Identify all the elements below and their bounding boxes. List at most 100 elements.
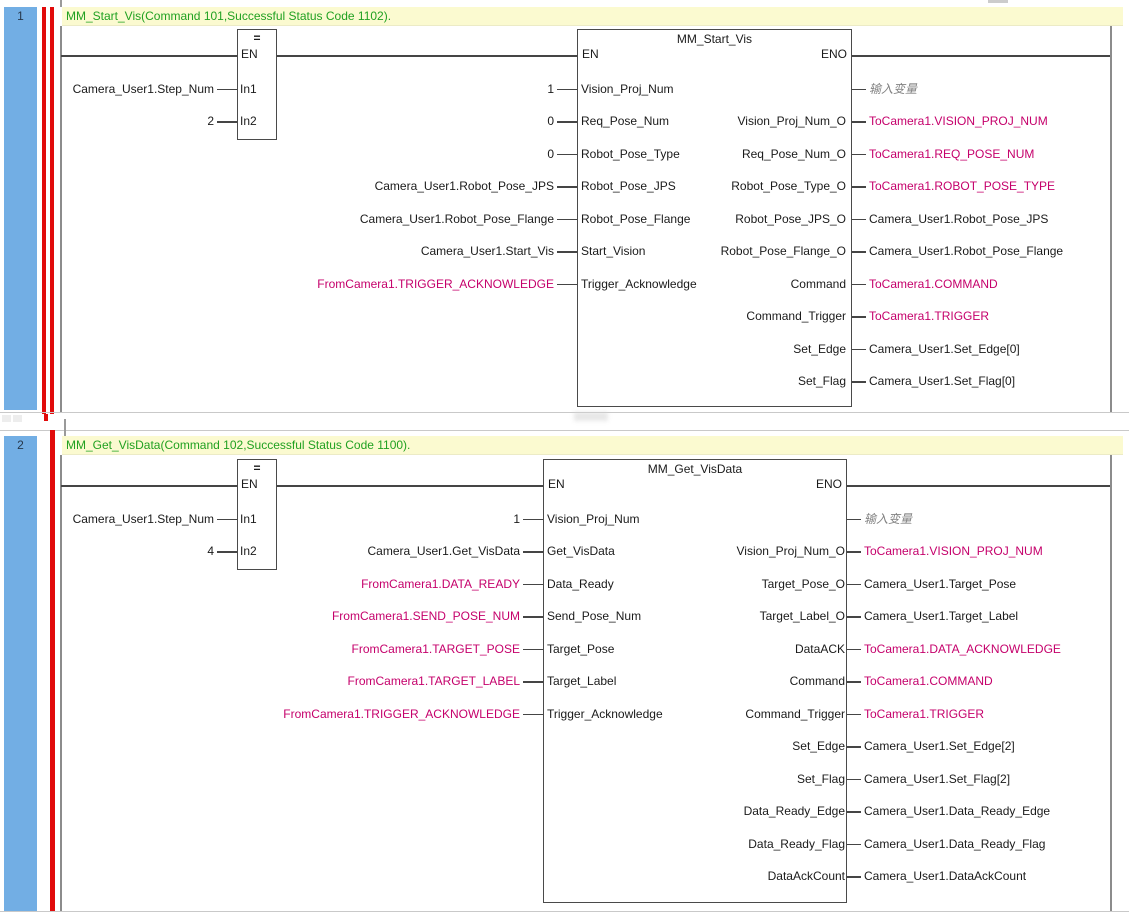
output-operand[interactable]: ToCamera1.TRIGGER — [847, 706, 1127, 722]
output-pin-label: Set_Flag — [797, 374, 846, 388]
scroll-artifact — [988, 0, 1008, 3]
output-operand[interactable]: Camera_User1.Data_Ready_Flag — [847, 836, 1127, 852]
input-pin-label: Trigger_Acknowledge — [547, 706, 663, 721]
output-pin-label: Target_Pose_O — [761, 576, 845, 591]
compare-operator: = — [253, 461, 261, 475]
compare-pin-label: In1 — [240, 81, 257, 96]
input-operand[interactable]: 1 — [80, 511, 543, 527]
output-pin-label: Command — [789, 674, 845, 688]
output-operand[interactable]: ToCamera1.REQ_POSE_NUM — [852, 146, 1127, 162]
input-operand[interactable]: Camera_User1.Get_VisData — [80, 543, 543, 559]
input-pin-label: Get_VisData — [547, 544, 615, 558]
network-separator — [0, 911, 1129, 912]
output-pin-label: Data_Ready_Flag — [748, 836, 845, 851]
input-operand[interactable]: FromCamera1.TRIGGER_ACKNOWLEDGE — [80, 706, 543, 722]
compare-pin-label: In1 — [240, 511, 257, 526]
input-operand[interactable]: FromCamera1.TARGET_LABEL — [80, 673, 543, 689]
input-pin-label: Vision_Proj_Num — [581, 81, 674, 96]
output-pin-label: Robot_Pose_Flange_O — [720, 244, 846, 258]
output-operand[interactable]: ToCamera1.TRIGGER — [852, 308, 1127, 324]
input-pin-label: Target_Label — [547, 674, 617, 688]
rung-wire — [277, 55, 577, 57]
output-operand[interactable]: Camera_User1.Data_Ready_Edge — [847, 803, 1127, 819]
left-power-rail — [60, 455, 62, 911]
output-pin-label: Vision_Proj_Num_O — [737, 114, 847, 128]
input-operand[interactable]: Camera_User1.Start_Vis — [90, 243, 577, 259]
output-pin-label: Set_Edge — [793, 341, 846, 356]
input-operand[interactable]: 1 — [90, 81, 577, 97]
rung-wire — [61, 485, 237, 487]
output-operand[interactable]: ToCamera1.COMMAND — [847, 673, 1127, 689]
compare-operator: = — [253, 31, 261, 45]
input-operand[interactable]: 0 — [90, 113, 577, 129]
output-operand[interactable]: Camera_User1.Robot_Pose_Flange — [852, 243, 1127, 259]
change-bar — [42, 7, 46, 414]
output-operand[interactable]: ToCamera1.COMMAND — [852, 276, 1127, 292]
network-1-comment[interactable]: MM_Start_Vis(Command 101,Successful Stat… — [62, 7, 1123, 26]
output-operand[interactable]: 输入变量 — [847, 511, 1127, 527]
output-operand[interactable]: Camera_User1.Target_Label — [847, 608, 1127, 624]
output-operand[interactable]: ToCamera1.VISION_PROJ_NUM — [847, 543, 1127, 559]
right-power-rail — [1110, 26, 1112, 412]
output-operand[interactable]: Camera_User1.Set_Edge[0] — [852, 341, 1127, 357]
input-pin-label: Start_Vision — [581, 244, 646, 258]
output-pin-label: Robot_Pose_JPS_O — [735, 211, 846, 226]
input-pin-label: Robot_Pose_JPS — [581, 179, 676, 193]
input-pin-label: Robot_Pose_Type — [581, 146, 680, 161]
change-bar-tick — [44, 414, 48, 421]
function-block-mm-get-visdata[interactable]: MM_Get_VisData EN ENO — [543, 459, 847, 903]
compare-input-operand[interactable]: Camera_User1.Step_Num — [60, 511, 237, 527]
output-pin-label: Command_Trigger — [746, 309, 846, 323]
input-operand[interactable]: FromCamera1.TARGET_POSE — [80, 641, 543, 657]
network-1-number-band[interactable]: 1 — [4, 7, 37, 410]
compare-pin-label: In2 — [240, 544, 257, 558]
eno-pin-label: ENO — [815, 477, 842, 491]
input-pin-label: Trigger_Acknowledge — [581, 276, 697, 291]
change-bar — [49, 7, 54, 414]
separator-grip — [13, 415, 22, 422]
output-operand[interactable]: Camera_User1.Robot_Pose_JPS — [852, 211, 1127, 227]
output-operand[interactable]: 输入变量 — [852, 81, 1127, 97]
en-pin-label: EN — [241, 477, 258, 491]
output-operand[interactable]: Camera_User1.Set_Edge[2] — [847, 738, 1127, 754]
input-operand[interactable]: Camera_User1.Robot_Pose_JPS — [90, 178, 577, 194]
input-pin-label: Robot_Pose_Flange — [581, 211, 691, 226]
compare-block[interactable]: = EN — [237, 29, 277, 140]
function-block-mm-start-vis[interactable]: MM_Start_Vis EN ENO — [577, 29, 852, 407]
input-pin-label: Target_Pose — [547, 641, 615, 656]
eno-pin-label: ENO — [820, 47, 847, 61]
input-operand[interactable]: FromCamera1.DATA_READY — [80, 576, 543, 592]
compare-input-operand[interactable]: 2 — [60, 113, 237, 129]
network-2-number-band[interactable]: 2 — [4, 436, 37, 911]
output-operand[interactable]: Camera_User1.DataAckCount — [847, 868, 1127, 884]
function-block-title: MM_Start_Vis — [676, 32, 753, 46]
output-operand[interactable]: ToCamera1.VISION_PROJ_NUM — [852, 113, 1127, 129]
rung-wire — [847, 485, 1110, 487]
network-separator — [0, 430, 1129, 431]
output-operand[interactable]: Camera_User1.Set_Flag[0] — [852, 373, 1127, 389]
separator-grip — [2, 415, 11, 422]
compare-block[interactable]: = EN — [237, 459, 277, 570]
input-operand[interactable]: FromCamera1.SEND_POSE_NUM — [80, 608, 543, 624]
network-2-comment[interactable]: MM_Get_VisData(Command 102,Successful St… — [62, 436, 1123, 455]
compare-input-operand[interactable]: 4 — [60, 543, 237, 559]
input-operand[interactable]: 0 — [90, 146, 577, 162]
output-operand[interactable]: Camera_User1.Target_Pose — [847, 576, 1127, 592]
output-pin-label: Req_Pose_Num_O — [741, 146, 846, 161]
input-operand[interactable]: FromCamera1.TRIGGER_ACKNOWLEDGE — [90, 276, 577, 292]
output-operand[interactable]: ToCamera1.DATA_ACKNOWLEDGE — [847, 641, 1127, 657]
rail-tick — [64, 419, 66, 436]
input-operand[interactable]: Camera_User1.Robot_Pose_Flange — [90, 211, 577, 227]
compare-input-operand[interactable]: Camera_User1.Step_Num — [60, 81, 237, 97]
output-operand[interactable]: Camera_User1.Set_Flag[2] — [847, 771, 1127, 787]
en-pin-label: EN — [582, 47, 599, 61]
output-operand[interactable]: ToCamera1.ROBOT_POSE_TYPE — [852, 178, 1127, 194]
